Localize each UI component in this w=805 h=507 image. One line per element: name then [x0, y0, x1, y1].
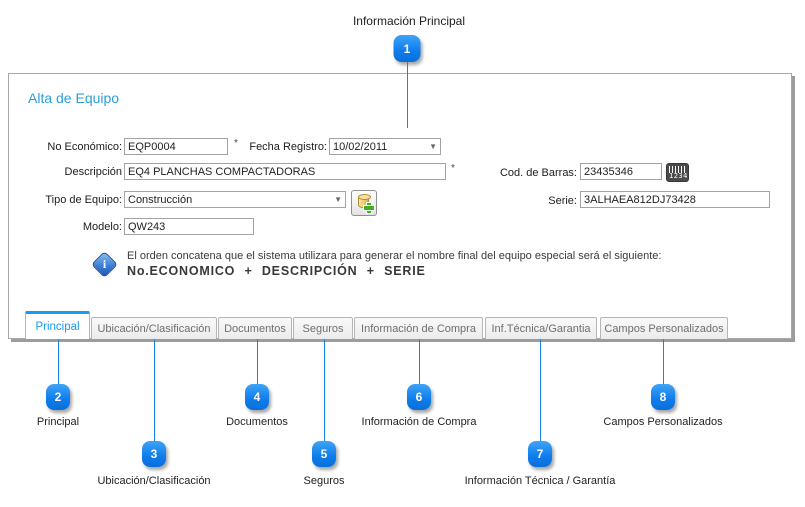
tipo-equipo-select[interactable]: Construcción ▼ [124, 191, 346, 208]
page-title: Alta de Equipo [28, 90, 120, 106]
callout-5-label: Seguros [303, 475, 345, 487]
fecha-registro-select[interactable]: 10/02/2011 ▼ [329, 138, 441, 155]
note-text: El orden concatena que el sistema utiliz… [127, 250, 662, 262]
callout-7-balloon: 7 [528, 441, 552, 467]
add-tipo-equipo-button[interactable] [351, 190, 377, 216]
plus-icon [363, 202, 375, 214]
callout-6-balloon: 6 [407, 384, 431, 410]
callout-8-label: Campos Personalizados [603, 416, 723, 428]
tab-seguros[interactable]: Seguros [293, 317, 353, 339]
tipo-equipo-value: Construcción [128, 193, 193, 206]
callout-1-label: Información Principal [352, 14, 466, 28]
cod-barras-label: Cod. de Barras: [499, 167, 577, 179]
callout-2-balloon: 2 [46, 384, 70, 410]
barcode-digits: 1234 [669, 172, 688, 180]
tab-documentos[interactable]: Documentos [218, 317, 292, 339]
descripcion-label: Descripción [64, 166, 122, 178]
callout-7-line [540, 339, 541, 441]
callout-3-label: Ubicación/Clasificación [97, 475, 211, 487]
callout-2-label: Principal [36, 416, 80, 428]
fecha-registro-value: 10/02/2011 [333, 140, 388, 153]
chevron-down-icon: ▼ [334, 195, 342, 204]
tipo-equipo-label: Tipo de Equipo: [45, 194, 122, 206]
barcode-icon[interactable]: 1234 [666, 163, 689, 182]
descripcion-input[interactable] [124, 163, 446, 180]
serie-input[interactable] [580, 191, 770, 208]
descripcion-required-marker: * [451, 163, 455, 174]
callout-3-balloon: 3 [142, 441, 166, 467]
tab-campos-personalizados[interactable]: Campos Personalizados [600, 317, 728, 339]
callout-4-line [257, 339, 258, 384]
callout-6-line [419, 339, 420, 384]
tab-informacion-de-compra[interactable]: Información de Compra [354, 317, 483, 339]
callout-4-label: Documentos [226, 416, 288, 428]
serie-label: Serie: [548, 195, 577, 207]
no-economico-input[interactable] [124, 138, 228, 155]
note-formula: No.ECONOMICO + DESCRIPCIÓN + SERIE [127, 264, 426, 278]
callout-7-label: Información Técnica / Garantía [464, 475, 616, 487]
callout-3-line [154, 339, 155, 441]
tab-ubicacion-clasificacion[interactable]: Ubicación/Clasificación [91, 317, 217, 339]
callout-2-line [58, 339, 59, 384]
callout-5-line [324, 339, 325, 441]
modelo-label: Modelo: [82, 221, 122, 233]
modelo-input[interactable] [124, 218, 254, 235]
callout-1-balloon: 1 [393, 35, 421, 62]
chevron-down-icon: ▼ [429, 142, 437, 151]
callout-8-line [663, 339, 664, 384]
callout-8-balloon: 8 [651, 384, 675, 410]
callout-4-balloon: 4 [245, 384, 269, 410]
cod-barras-input[interactable] [580, 163, 662, 180]
tab-inf-tecnica-garantia[interactable]: Inf.Técnica/Garantia [485, 317, 597, 339]
no-economico-required-marker: * [234, 138, 238, 149]
callout-5-balloon: 5 [312, 441, 336, 467]
tab-principal[interactable]: Principal [25, 311, 90, 339]
callout-6-label: Información de Compra [361, 416, 477, 428]
barcode-bars [669, 166, 686, 173]
no-economico-label: No Económico: [47, 141, 122, 153]
callout-1-line [407, 62, 408, 128]
fecha-registro-label: Fecha Registro: [249, 141, 327, 153]
